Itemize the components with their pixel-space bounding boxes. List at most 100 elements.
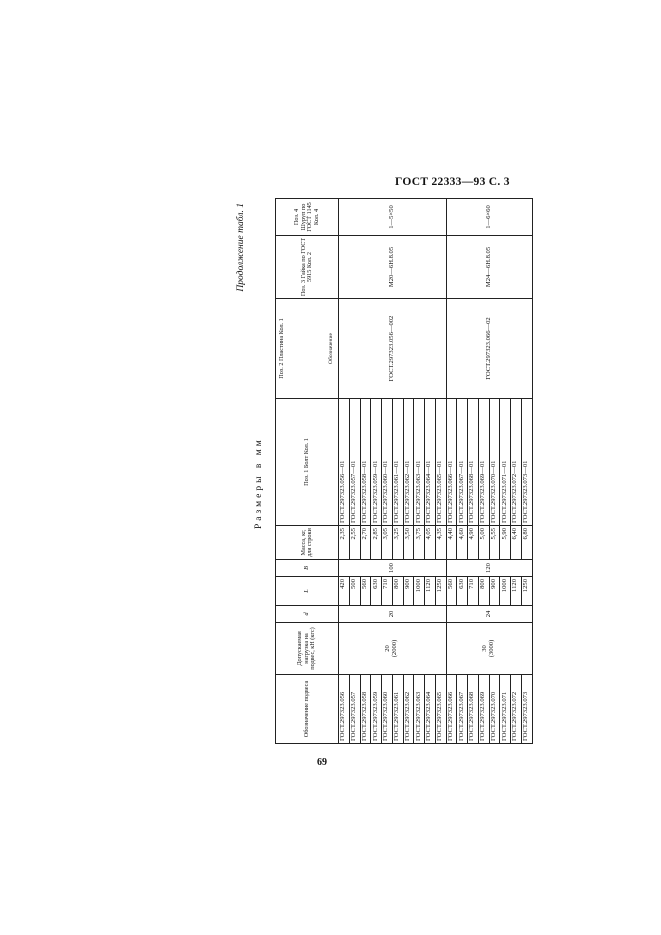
cell-mass: 4,60 — [456, 525, 468, 560]
cell-d: 20 — [338, 605, 446, 623]
col-d: d — [275, 605, 339, 623]
cell-L: 900 — [489, 576, 500, 606]
cell-bolt: ГОСТ.297323.065—01 — [435, 398, 446, 526]
cell-bolt: ГОСТ.297323.071—01 — [499, 398, 511, 526]
cell-bolt: ГОСТ.297323.068—01 — [467, 398, 479, 526]
cell-L: 800 — [392, 576, 403, 606]
cell-mass: 5,00 — [478, 525, 489, 560]
cell-L: 710 — [467, 576, 479, 606]
cell-mass: 3,75 — [413, 525, 425, 560]
cell-bolt: ГОСТ.297323.073—01 — [521, 398, 532, 526]
header-row: Обозначение подвеса Допускаемая нагрузка… — [275, 198, 339, 744]
col-bolt: Поз. 1 Болт Кол. 1 — [275, 398, 339, 526]
cell-bolt: ГОСТ.297323.067—01 — [456, 398, 468, 526]
cell-bolt: ГОСТ.297323.057—01 — [349, 398, 360, 526]
cell-B: 120 — [446, 559, 532, 577]
cell-L: 1250 — [435, 576, 446, 606]
cell-mass: 3,25 — [392, 525, 403, 560]
cell-screw: 1—6×60 — [446, 198, 532, 236]
cell-mass: 6,40 — [510, 525, 522, 560]
dimensions-table: Обозначение подвеса Допускаемая нагрузка… — [275, 198, 533, 744]
col-L: L — [275, 576, 339, 606]
col-load: Допускаемая нагрузка на подвес, кН (кгс) — [275, 622, 339, 675]
cell-designation: ГОСТ.297323.069 — [478, 674, 489, 744]
col-plate-sublabel: Обозначение — [328, 333, 335, 364]
cell-L: 800 — [478, 576, 489, 606]
cell-bolt: ГОСТ.297323.056—01 — [338, 398, 350, 526]
cell-d: 24 — [446, 605, 532, 623]
cell-bolt: ГОСТ.297323.060—01 — [381, 398, 393, 526]
cell-bolt: ГОСТ.297323.066—01 — [446, 398, 457, 526]
page-number: 69 — [317, 757, 327, 768]
cell-bolt: ГОСТ.297323.063—01 — [413, 398, 425, 526]
cell-mass: 4,40 — [446, 525, 457, 560]
cell-bolt: ГОСТ.297323.059—01 — [370, 398, 382, 526]
load-kgf: (3000) — [488, 639, 495, 658]
cell-L: 1120 — [510, 576, 522, 606]
cell-L: 630 — [370, 576, 382, 606]
cell-designation: ГОСТ.297323.063 — [413, 674, 425, 744]
cell-mass: 4,35 — [435, 525, 446, 560]
cell-designation: ГОСТ.297323.062 — [403, 674, 414, 744]
cell-L: 420 — [338, 576, 350, 606]
cell-nut: М24—6Н.8.05 — [446, 235, 532, 299]
cell-designation: ГОСТ.297323.061 — [392, 674, 403, 744]
col-nut: Поз. 3 Гайка по ГОСТ 5915 Кол. 2 — [275, 235, 339, 299]
cell-designation: ГОСТ.297323.067 — [456, 674, 468, 744]
cell-L: 1250 — [521, 576, 532, 606]
table-caption: Продолжение табл. 1 — [236, 203, 246, 292]
cell-designation: ГОСТ.297323.073 — [521, 674, 532, 744]
cell-mass: 2,85 — [370, 525, 382, 560]
col-designation: Обозначение подвеса — [275, 674, 339, 744]
cell-load: 30(3000) — [446, 622, 532, 675]
cell-designation: ГОСТ.297323.066 — [446, 674, 457, 744]
cell-L: 1120 — [424, 576, 436, 606]
cell-mass: 2,35 — [338, 525, 350, 560]
cell-L: 1000 — [413, 576, 425, 606]
cell-designation: ГОСТ.297323.060 — [381, 674, 393, 744]
cell-L: 710 — [381, 576, 393, 606]
cell-bolt: ГОСТ.297323.064—01 — [424, 398, 436, 526]
cell-B: 100 — [338, 559, 446, 577]
cell-bolt: ГОСТ.297323.072—01 — [510, 398, 522, 526]
load-kgf: (2000) — [391, 639, 399, 658]
cell-mass: 4,05 — [424, 525, 436, 560]
cell-L: 630 — [456, 576, 468, 606]
cell-L: 560 — [446, 576, 457, 606]
cell-screw: 1—5×50 — [338, 198, 446, 236]
cell-L: 900 — [403, 576, 414, 606]
cell-designation: ГОСТ.297323.072 — [510, 674, 522, 744]
cell-mass: 5,55 — [489, 525, 500, 560]
units-note: Размеры в мм — [254, 437, 264, 529]
cell-mass: 2,55 — [349, 525, 360, 560]
cell-mass: 2,70 — [360, 525, 371, 560]
cell-load: 20(2000) — [338, 622, 446, 675]
page-header: ГОСТ 22333—93 С. 3 — [395, 176, 510, 188]
cell-L: 560 — [360, 576, 371, 606]
cell-designation: ГОСТ.297323.064 — [424, 674, 436, 744]
cell-plate: ГОСТ.297323.056—002 — [338, 298, 446, 399]
rotated-table-area: Продолжение табл. 1 Размеры в мм Обознач… — [236, 198, 532, 744]
cell-designation: ГОСТ.297323.056 — [338, 674, 350, 744]
cell-nut: М20—6Н.8.05 — [338, 235, 446, 299]
cell-L: 1000 — [499, 576, 511, 606]
cell-mass: 4,90 — [467, 525, 479, 560]
cell-designation: ГОСТ.297323.071 — [499, 674, 511, 744]
cell-designation: ГОСТ.297323.059 — [370, 674, 382, 744]
col-mass: Масса, кг, для строки — [275, 525, 339, 560]
cell-bolt: ГОСТ.297323.058—01 — [360, 398, 371, 526]
cell-bolt: ГОСТ.297323.069—01 — [478, 398, 489, 526]
cell-mass: 3,50 — [403, 525, 414, 560]
cell-bolt: ГОСТ.297323.070—01 — [489, 398, 500, 526]
cell-plate: ГОСТ.297323.066—02 — [446, 298, 532, 399]
col-screw: Поз. 4 Шуруп по ГОСТ 1145 Кол. 4 — [275, 198, 339, 236]
cell-L: 500 — [349, 576, 360, 606]
cell-designation: ГОСТ.297323.058 — [360, 674, 371, 744]
cell-mass: 3,05 — [381, 525, 393, 560]
cell-mass: 5,90 — [499, 525, 511, 560]
cell-mass: 6,80 — [521, 525, 532, 560]
cell-bolt: ГОСТ.297323.061—01 — [392, 398, 403, 526]
